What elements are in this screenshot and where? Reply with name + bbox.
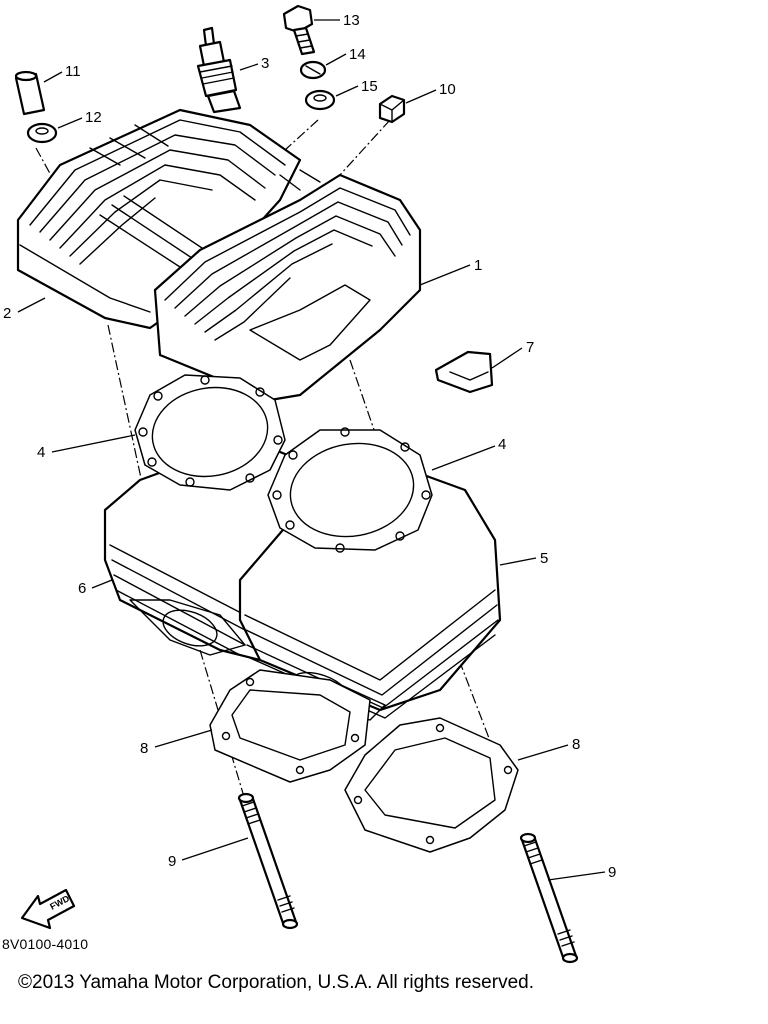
callout-11: 11 [65, 63, 81, 80]
callout-2: 2 [3, 305, 11, 322]
diagram-part-code: 8V0100-4010 [2, 936, 89, 952]
callout-1: 1 [474, 257, 482, 274]
callout-4-left: 4 [37, 444, 45, 461]
callout-4-right: 4 [498, 436, 506, 453]
callout-9-right: 9 [608, 864, 616, 881]
callout-8-right: 8 [572, 736, 580, 753]
callout-12: 12 [85, 109, 102, 126]
callout-9-left: 9 [168, 853, 176, 870]
washer-12 [26, 122, 58, 144]
cylinder-head-2 [16, 108, 302, 330]
washer-14 [299, 60, 327, 80]
copyright-notice: ©2013 Yamaha Motor Corporation, U.S.A. A… [18, 972, 534, 993]
nut-10 [378, 94, 406, 124]
base-gasket-8-right [344, 717, 519, 853]
spark-plug-3 [196, 26, 242, 114]
head-gasket-4-right [267, 427, 433, 553]
bolt-13 [282, 4, 316, 56]
stud-9-right [519, 832, 579, 964]
callout-7: 7 [526, 339, 534, 356]
leader-lines [17, 19, 606, 881]
callout-8-left: 8 [140, 740, 148, 757]
callout-13: 13 [343, 12, 360, 29]
head-gasket-4-left [134, 374, 286, 491]
part-7 [434, 350, 494, 394]
washer-15 [304, 89, 336, 111]
callout-5: 5 [540, 550, 548, 567]
callout-labels: 1 2 3 4 4 5 6 7 8 8 9 9 10 11 12 13 14 1… [3, 12, 616, 881]
callout-15: 15 [361, 78, 378, 95]
callout-14: 14 [349, 46, 366, 63]
callout-6: 6 [78, 580, 86, 597]
callout-3: 3 [261, 55, 269, 72]
callout-10: 10 [439, 81, 456, 98]
base-gasket-8-left [209, 669, 371, 783]
forward-arrow-icon: FWD [20, 888, 76, 930]
stud-9-left [237, 792, 299, 930]
collar-11 [14, 70, 46, 116]
